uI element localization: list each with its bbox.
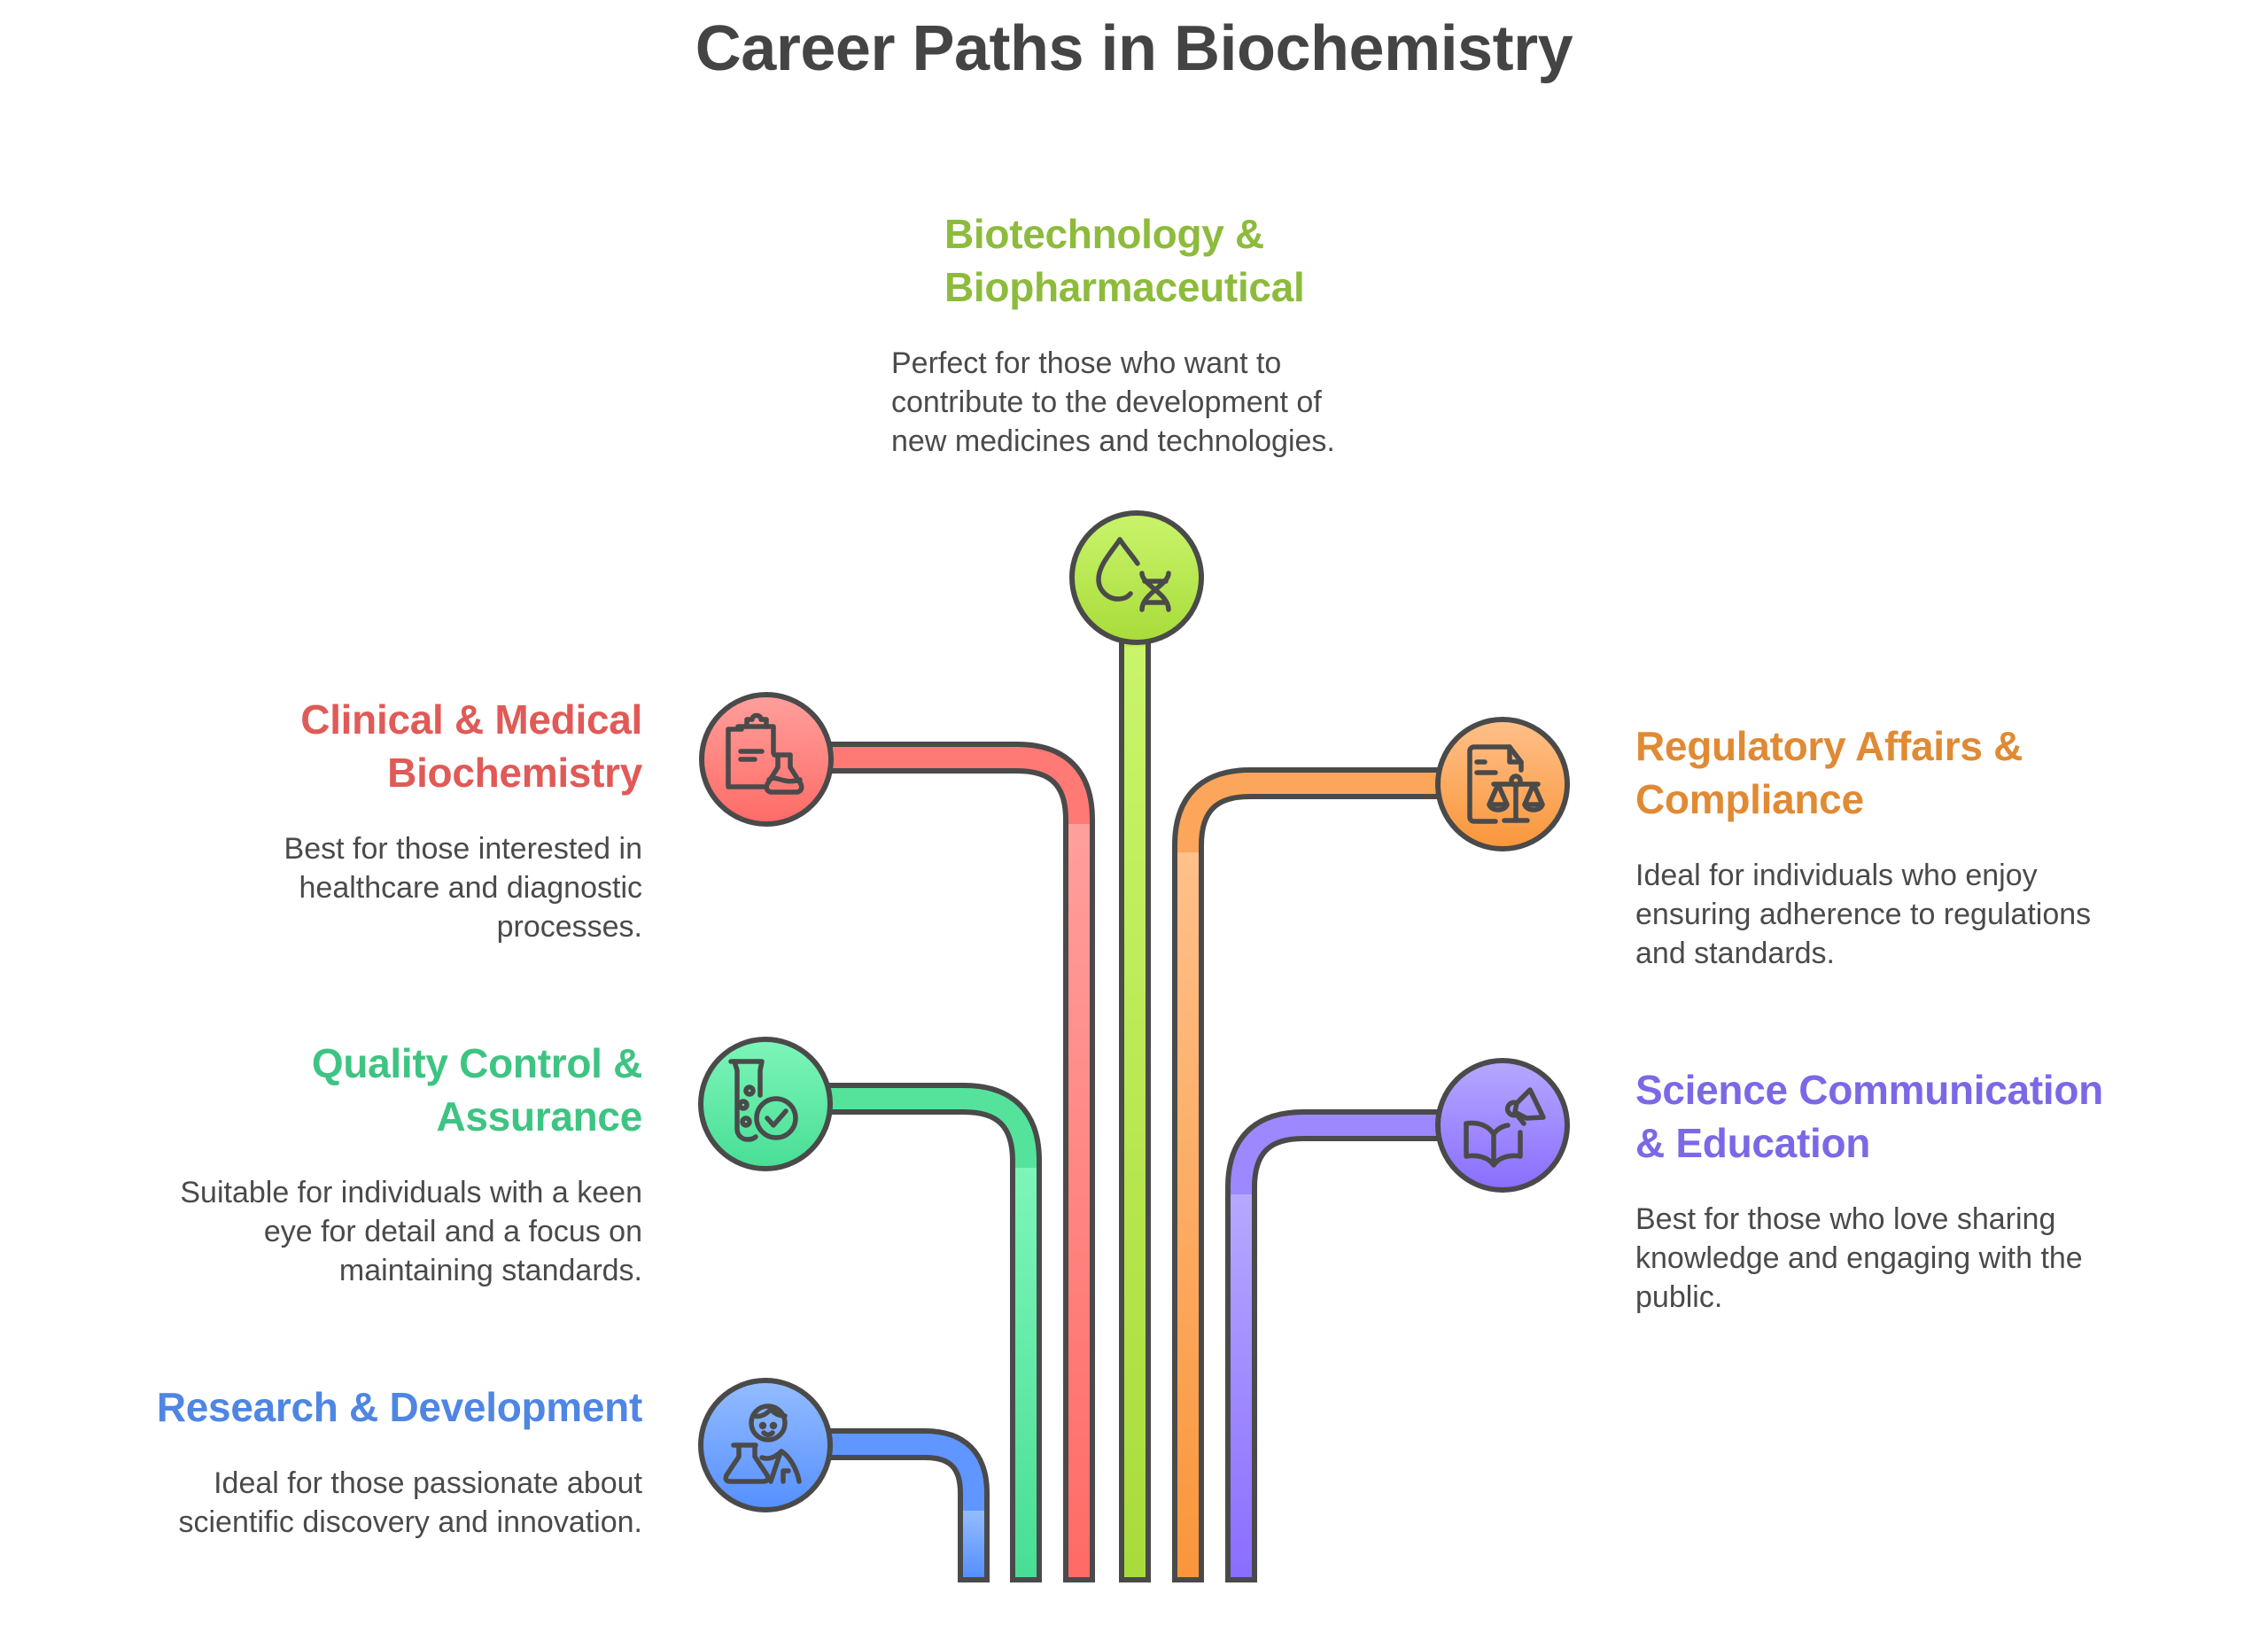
path-description: Best for those who love sharing knowledg… <box>1635 1202 2083 1314</box>
scientist-icon <box>723 1403 802 1484</box>
pipe-clinical <box>766 742 1095 1582</box>
pipe-biotech <box>1119 578 1151 1582</box>
path-heading: Research & Development <box>156 1384 642 1430</box>
path-heading: Quality Control & Assurance <box>311 1040 642 1139</box>
node-scicomm[interactable] <box>1435 1058 1570 1193</box>
path-description: Ideal for those passionate about scienti… <box>178 1466 643 1539</box>
path-biotech: Biotechnology & Biopharmaceutical Perfec… <box>891 207 1441 461</box>
pipe-quality <box>765 1083 1042 1582</box>
node-biotech[interactable] <box>1069 510 1204 645</box>
node-clinical[interactable] <box>699 692 834 827</box>
pipe-regulatory <box>1172 767 1503 1582</box>
path-description: Perfect for those who want to contribute… <box>891 346 1335 458</box>
pipe-research <box>765 1428 990 1582</box>
path-description: Ideal for individuals who enjoy ensuring… <box>1635 859 2092 970</box>
clipboard-flask-icon <box>726 712 804 795</box>
document-scales-icon <box>1467 744 1545 824</box>
node-research[interactable] <box>698 1378 833 1512</box>
path-clinical: Clinical & Medical Biochemistry Best for… <box>142 693 643 946</box>
path-heading: Science Communication & Education <box>1635 1067 2103 1166</box>
node-regulatory[interactable] <box>1435 717 1570 851</box>
path-heading: Clinical & Medical Biochemistry <box>300 696 642 796</box>
book-megaphone-icon <box>1464 1087 1546 1168</box>
path-description: Suitable for individuals with a keen eye… <box>180 1176 642 1287</box>
path-quality: Quality Control & Assurance Suitable for… <box>89 1037 642 1290</box>
path-heading: Biotechnology & Biopharmaceutical <box>944 211 1305 310</box>
path-scicomm: Science Communication & Education Best f… <box>1635 1063 2185 1317</box>
path-research: Research & Development Ideal for those p… <box>89 1380 642 1542</box>
path-heading: Regulatory Affairs & Compliance <box>1635 723 2023 822</box>
drop-dna-icon <box>1096 537 1171 612</box>
pipe-scicomm <box>1225 1109 1503 1582</box>
page-title: Career Paths in Biochemistry <box>695 13 1573 84</box>
test-tube-check-icon <box>728 1059 798 1142</box>
path-regulatory: Regulatory Affairs & Compliance Ideal fo… <box>1635 719 2185 973</box>
path-description: Best for those interested in healthcare … <box>284 832 642 944</box>
node-quality[interactable] <box>698 1037 833 1171</box>
